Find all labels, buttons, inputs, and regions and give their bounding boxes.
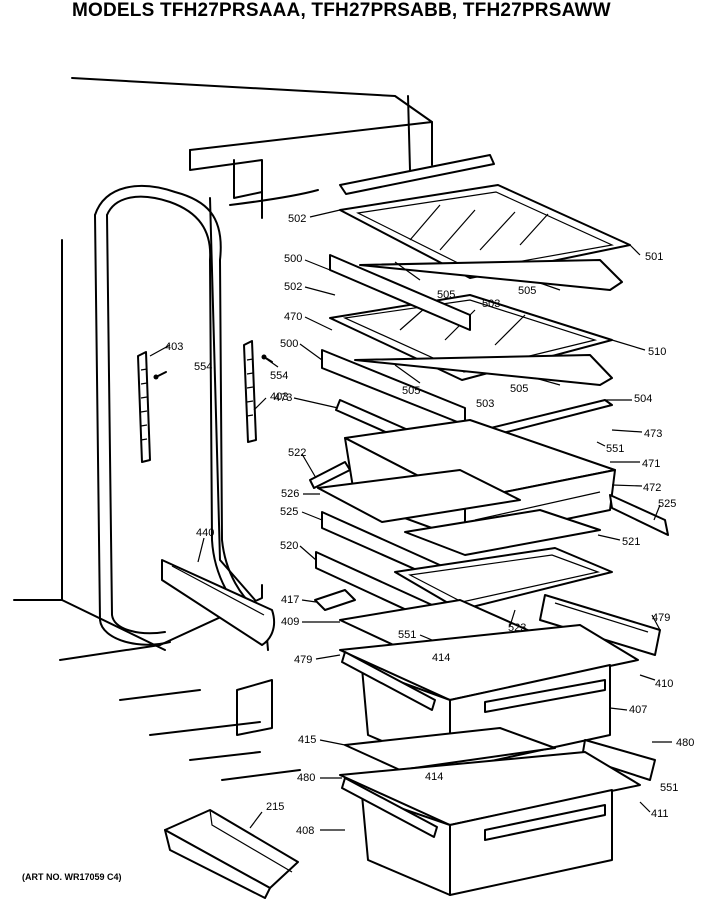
cabinet-outline [13, 77, 433, 781]
callout-526: 526 [281, 488, 299, 500]
callout-215: 215 [266, 801, 284, 813]
callout-500b: 500 [280, 338, 298, 350]
screw-554-right [261, 354, 273, 363]
callout-500a: 500 [284, 253, 302, 265]
callout-505d: 505 [510, 383, 528, 395]
callout-415: 415 [298, 734, 316, 746]
callout-409: 409 [281, 616, 299, 628]
callout-407: 407 [629, 704, 647, 716]
callout-525a: 525 [658, 498, 676, 510]
callout-521: 521 [622, 536, 640, 548]
callout-520: 520 [280, 540, 298, 552]
callout-522: 522 [288, 447, 306, 459]
callout-480b: 480 [297, 772, 315, 784]
callout-479b: 479 [294, 654, 312, 666]
rail-522 [309, 461, 351, 489]
callout-479a: 479 [652, 612, 670, 624]
screw-554-left [153, 371, 167, 380]
callout-505b: 505 [518, 285, 536, 297]
shelf-523 [394, 547, 613, 611]
callout-510: 510 [648, 346, 666, 358]
callout-440: 440 [196, 527, 214, 539]
door-bin-215 [164, 809, 299, 899]
callout-labels: 502 501 500 505 503 505 502 470 510 403 … [165, 213, 694, 837]
callout-411: 411 [651, 808, 669, 820]
trim-440 [161, 559, 276, 646]
callout-554b: 554 [270, 370, 288, 382]
callout-523: 523 [508, 622, 526, 634]
leader-lines [149, 209, 672, 831]
page-title: MODELS TFH27PRSAAA, TFH27PRSABB, TFH27PR… [72, 0, 611, 21]
callout-408: 408 [296, 825, 314, 837]
callout-551c: 551 [660, 782, 678, 794]
callout-473a: 473 [274, 392, 292, 404]
callout-525b: 525 [280, 506, 298, 518]
shelf-ladder-left [137, 351, 151, 463]
art-number: (ART NO. WR17059 C4) [22, 872, 122, 882]
callout-410: 410 [655, 678, 673, 690]
callout-403a: 403 [165, 341, 183, 353]
callout-501: 501 [645, 251, 663, 263]
part-417 [314, 589, 356, 611]
callout-502b: 502 [284, 281, 302, 293]
callout-502a: 502 [288, 213, 306, 225]
shelf-bracket-500-top [329, 254, 623, 331]
callout-554a: 554 [194, 361, 212, 373]
glass-415 [344, 727, 556, 771]
crisper-drawer-408 [339, 751, 641, 896]
callout-505a: 505 [437, 289, 455, 301]
callout-471: 471 [642, 458, 660, 470]
callout-403b: 403 [270, 391, 288, 403]
callout-504: 504 [634, 393, 652, 405]
rail-479-right [539, 594, 661, 656]
callout-551b: 551 [398, 629, 416, 641]
shelf-ladder-right [243, 340, 257, 443]
callout-414b: 414 [425, 771, 443, 783]
callout-503b: 503 [476, 398, 494, 410]
callout-417: 417 [281, 594, 299, 606]
callout-505c: 505 [402, 385, 420, 397]
callout-472: 472 [643, 482, 661, 494]
callout-473b: 473 [644, 428, 662, 440]
callout-414a: 414 [432, 652, 450, 664]
glass-521 [404, 509, 601, 556]
callout-503a: 503 [482, 298, 500, 310]
glass-526 [317, 469, 521, 523]
callout-470: 470 [284, 311, 302, 323]
callout-551a: 551 [606, 443, 624, 455]
slide-525-right [609, 494, 669, 536]
callout-480a: 480 [676, 737, 694, 749]
